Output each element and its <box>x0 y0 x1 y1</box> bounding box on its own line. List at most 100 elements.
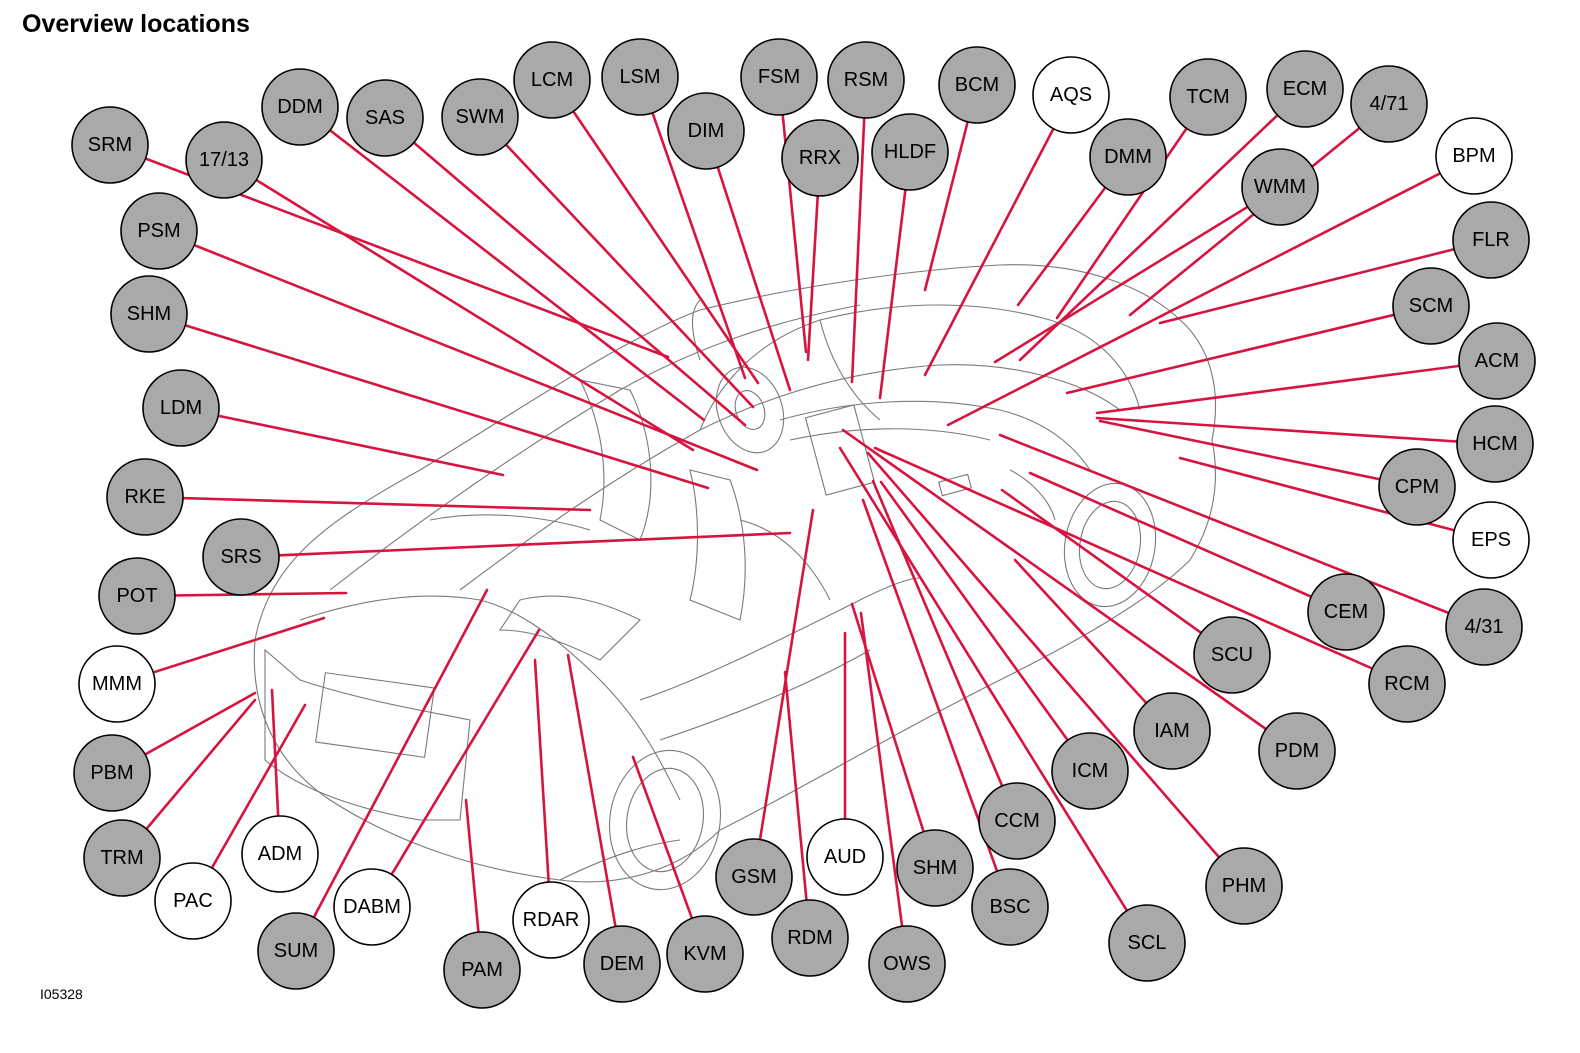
module-bubble-psm: PSM <box>120 192 198 270</box>
module-label-aud: AUD <box>824 846 866 868</box>
module-label-gsm: GSM <box>731 866 777 888</box>
module-bubble-rrx: RRX <box>781 119 859 197</box>
module-label-shm: SHM <box>913 857 957 879</box>
leader-line-rke <box>143 495 592 512</box>
module-label-pac: PAC <box>173 890 213 912</box>
module-label-adm: ADM <box>258 843 302 865</box>
module-circle-hcm <box>1456 405 1534 483</box>
module-bubble-gsm: GSM <box>715 838 793 916</box>
module-label-dim: DIM <box>688 120 725 142</box>
leader-line-rdm <box>783 670 812 940</box>
leader-line-psm <box>157 229 759 472</box>
module-circle-rsm <box>827 41 905 119</box>
module-bubble-rdar: RDAR <box>512 881 590 959</box>
module-bubble-sas: SAS <box>346 79 424 157</box>
module-circle-mmm <box>78 645 156 723</box>
module-circle-flr <box>1452 201 1530 279</box>
module-bubble-pbm: PBM <box>73 734 151 812</box>
module-bubble-swm: SWM <box>441 78 519 156</box>
module-label-lcm: LCM <box>531 69 573 91</box>
module-label-ldm: LDM <box>160 397 202 419</box>
module-bubble-pam: PAM <box>443 931 521 1009</box>
module-label-eps: EPS <box>1471 529 1511 551</box>
module-label-rdar: RDAR <box>523 909 580 931</box>
module-label-dabm: DABM <box>343 896 401 918</box>
module-circle-ecm <box>1266 50 1344 128</box>
module-label-ows: OWS <box>883 953 931 975</box>
module-label-scm: SCM <box>1409 295 1453 317</box>
module-label-rsm: RSM <box>844 69 888 91</box>
module-bubble-acm: ACM <box>1458 322 1536 400</box>
leader-line-hldf <box>878 150 912 400</box>
module-bubble-4-71: 4/71 <box>1350 65 1428 143</box>
leader-line-wmm <box>993 185 1282 364</box>
module-circle-sum <box>257 912 335 990</box>
module-label-bcm: BCM <box>955 74 999 96</box>
module-label-trm: TRM <box>100 847 143 869</box>
module-circle-bpm <box>1435 117 1513 195</box>
module-bubble-scu: SCU <box>1193 616 1271 694</box>
module-bubble-ecm: ECM <box>1266 50 1344 128</box>
leader-line-rcm <box>873 446 1409 686</box>
leader-line-dabm <box>370 628 541 909</box>
module-bubble-rcm: RCM <box>1368 645 1446 723</box>
module-label-srs: SRS <box>220 546 261 568</box>
page-title: Overview locations <box>22 10 250 38</box>
module-circle-srs <box>202 518 280 596</box>
module-circle-4-31 <box>1445 588 1523 666</box>
leader-line-fsm <box>777 75 808 354</box>
leader-line-cpm <box>1098 419 1419 489</box>
module-label-shm: SHM <box>127 303 171 325</box>
leader-line-lcm <box>550 78 760 385</box>
leader-line-dim <box>704 129 792 392</box>
module-circle-dem <box>583 925 661 1003</box>
module-circle-ddm <box>261 68 339 146</box>
module-circle-lsm <box>601 38 679 116</box>
module-bubble-cpm: CPM <box>1378 448 1456 526</box>
leader-line-ccm <box>871 479 1019 823</box>
leader-line-rdar <box>533 658 553 922</box>
module-circle-ows <box>868 925 946 1003</box>
module-label-kvm: KVM <box>683 943 726 965</box>
module-bubble-srs: SRS <box>202 518 280 596</box>
module-label-fsm: FSM <box>758 66 800 88</box>
module-bubble-bcm: BCM <box>938 46 1016 124</box>
module-bubble-tcm: TCM <box>1169 58 1247 136</box>
leader-line-scu <box>1000 488 1234 657</box>
leader-line-flr <box>1158 238 1493 325</box>
module-circle-rcm <box>1368 645 1446 723</box>
module-bubble-bsc: BSC <box>971 868 1049 946</box>
leader-line-acm <box>1095 359 1499 415</box>
module-bubble-mmm: MMM <box>78 645 156 723</box>
leader-line-cem <box>1028 471 1348 614</box>
module-circle-adm <box>241 815 319 893</box>
leader-line-ows <box>859 611 909 966</box>
module-label-dmm: DMM <box>1104 146 1152 168</box>
module-label-sas: SAS <box>365 107 405 129</box>
module-circle-dmm <box>1089 118 1167 196</box>
module-bubble-pdm: PDM <box>1258 712 1336 790</box>
module-bubble-aqs: AQS <box>1032 56 1110 134</box>
module-label-ddm: DDM <box>277 96 323 118</box>
module-bubble-scm: SCM <box>1392 267 1470 345</box>
module-bubble-hldf: HLDF <box>871 113 949 191</box>
module-circle-cpm <box>1378 448 1456 526</box>
module-label-cpm: CPM <box>1395 476 1439 498</box>
leader-line-srs <box>239 531 792 559</box>
module-label-bpm: BPM <box>1452 145 1495 167</box>
module-circle-4-71 <box>1350 65 1428 143</box>
module-circle-rdar <box>512 881 590 959</box>
module-label-pot: POT <box>116 585 157 607</box>
module-label-4-31: 4/31 <box>1465 616 1504 638</box>
module-circle-pam <box>443 931 521 1009</box>
leader-line-4-31 <box>998 433 1486 629</box>
module-label-scl: SCL <box>1128 932 1167 954</box>
module-circle-rrx <box>781 119 859 197</box>
leader-line-swm <box>478 115 755 409</box>
module-circle-fsm <box>740 38 818 116</box>
module-label-hcm: HCM <box>1472 433 1518 455</box>
module-bubble-shm: SHM <box>896 829 974 907</box>
leader-line-bpm <box>946 154 1476 427</box>
leader-line-icm <box>879 480 1092 773</box>
module-label-icm: ICM <box>1072 760 1109 782</box>
